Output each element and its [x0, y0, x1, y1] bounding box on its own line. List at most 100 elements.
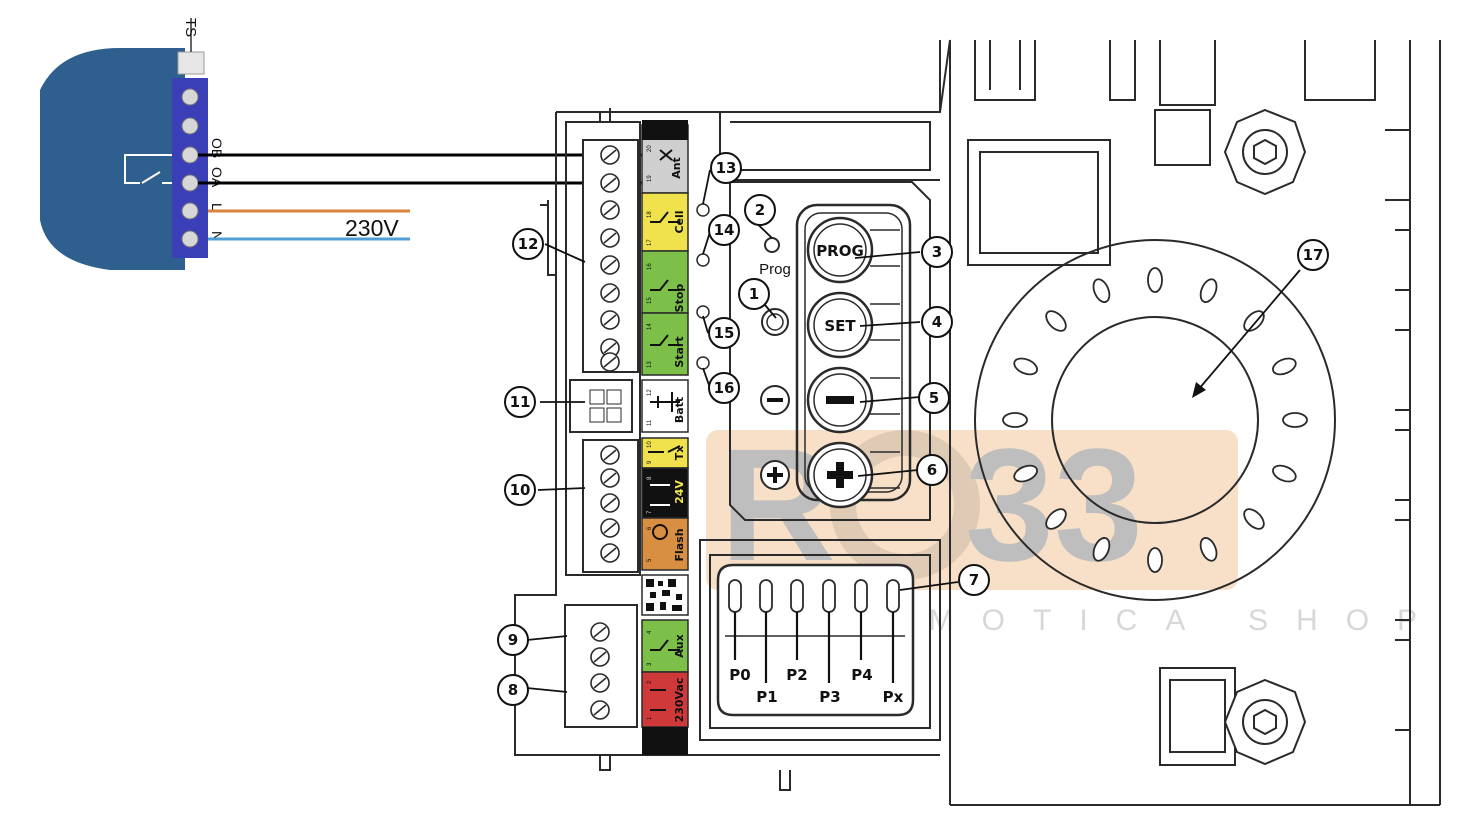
callout-7: 7 [958, 564, 990, 596]
terminal-labels: Ant Cell Stop Start Batt Tx 24V Flash Au… [641, 120, 689, 755]
callout-label: 7 [969, 571, 979, 589]
callout-17: 17 [1297, 239, 1329, 271]
callout-2: 2 [744, 194, 776, 226]
pin-number: 2 [647, 680, 653, 684]
pin-n: N [209, 231, 225, 241]
callout-label: 10 [510, 481, 531, 499]
dip-switch[interactable] [759, 579, 773, 683]
callout-label: 13 [716, 159, 737, 177]
terminal-screw [590, 673, 610, 693]
release-dial [974, 239, 1336, 601]
housing-details [967, 40, 1411, 766]
flash-label: Flash [673, 528, 686, 561]
pin-number: 13 [647, 361, 653, 368]
power-led-icon [761, 308, 789, 336]
dip-switch[interactable] [886, 579, 900, 683]
dial-slot [1243, 508, 1265, 530]
pin-numbers: 20 19 18 17 16 15 14 13 12 11 10 9 8 7 6… [647, 145, 653, 720]
24v-label: 24V [673, 480, 686, 504]
callout-6: 6 [916, 454, 948, 486]
pin-number: 16 [647, 263, 653, 270]
vac-label: 230Vac [673, 678, 686, 723]
prog-button-label: PROG [816, 242, 864, 260]
ts-label: TS [182, 18, 199, 37]
dip-switch[interactable] [728, 579, 742, 660]
terminal-symbols [648, 149, 681, 711]
minus-icon [826, 396, 854, 404]
stop-label: Stop [673, 284, 686, 313]
set-button-label: SET [824, 317, 856, 335]
callout-10: 10 [504, 474, 536, 506]
pin-number: 11 [647, 419, 653, 426]
pin-number: 17 [647, 239, 653, 246]
terminal-screw [590, 647, 610, 667]
dial-slot [1147, 547, 1163, 573]
prog-button[interactable]: PROG [806, 216, 874, 284]
cell-label: Cell [673, 210, 686, 233]
callout-label: 16 [714, 379, 735, 397]
prog-led: Prog [759, 237, 791, 278]
relay-module: TS OB OA L N [40, 18, 225, 270]
callout-3: 3 [921, 236, 953, 268]
pin-number: 6 [647, 526, 653, 530]
dial-slot [1002, 412, 1028, 428]
callout-label: 12 [518, 235, 539, 253]
set-button[interactable]: SET [806, 291, 874, 359]
pin-number: 3 [647, 662, 653, 666]
terminal-screw [600, 518, 620, 538]
relay-screws [181, 88, 199, 248]
start-terminal [641, 312, 689, 376]
dip-label-p1: P1 [756, 688, 777, 706]
terminal-screws [590, 145, 620, 720]
pin-number: 20 [647, 145, 653, 152]
pin-oa: OA [209, 167, 225, 188]
plus-icon [827, 462, 853, 488]
plus-button[interactable] [806, 441, 874, 509]
24v-symbol [650, 484, 670, 506]
dip-switch[interactable] [822, 579, 836, 683]
dip-switch[interactable] [854, 579, 868, 660]
terminal-screw [600, 310, 620, 330]
dip-label-p4: P4 [851, 666, 872, 684]
dial-slot [1272, 357, 1297, 376]
pin-number: 14 [647, 323, 653, 330]
callout-12: 12 [512, 228, 544, 260]
dip-switches [728, 579, 900, 683]
pin-l: L [209, 203, 225, 211]
housing-screw-top [1223, 108, 1307, 196]
qr-pattern [646, 579, 682, 611]
start-label: Start [673, 336, 686, 367]
callout-label: 5 [929, 389, 939, 407]
callout-label: 6 [927, 461, 937, 479]
terminal-screw [600, 255, 620, 275]
callout-1: 1 [738, 278, 770, 310]
dial-slots [1002, 267, 1308, 573]
minus-button[interactable] [806, 366, 874, 434]
callout-label: 9 [508, 631, 518, 649]
callout-label: 15 [714, 324, 735, 342]
batt-label: Batt [673, 397, 686, 423]
terminal-screw [600, 228, 620, 248]
callout-label: 11 [510, 393, 531, 411]
callout-label: 4 [932, 313, 942, 331]
plus-symbol-icon [760, 460, 790, 490]
dial-slot [1092, 278, 1111, 303]
stop-terminal [641, 250, 689, 314]
led-16 [696, 356, 710, 370]
callout-5: 5 [918, 382, 950, 414]
svg-text:33: 33 [965, 415, 1143, 594]
callout-label: 3 [932, 243, 942, 261]
aux-terminal [641, 619, 689, 673]
tx-label: Tx [673, 446, 686, 461]
dial-slot [1199, 278, 1218, 303]
housing-screw-bottom [1223, 678, 1307, 766]
dip-label-p2: P2 [786, 666, 807, 684]
dip-switch[interactable] [790, 579, 804, 660]
pin-number: 12 [647, 389, 653, 396]
batt-terminal [641, 379, 689, 433]
terminal-screw [600, 445, 620, 465]
dip-switch-bank: P0 P2 P4 P1 P3 Px [716, 563, 915, 717]
callout-8: 8 [497, 674, 529, 706]
dial-slot [1092, 537, 1111, 562]
